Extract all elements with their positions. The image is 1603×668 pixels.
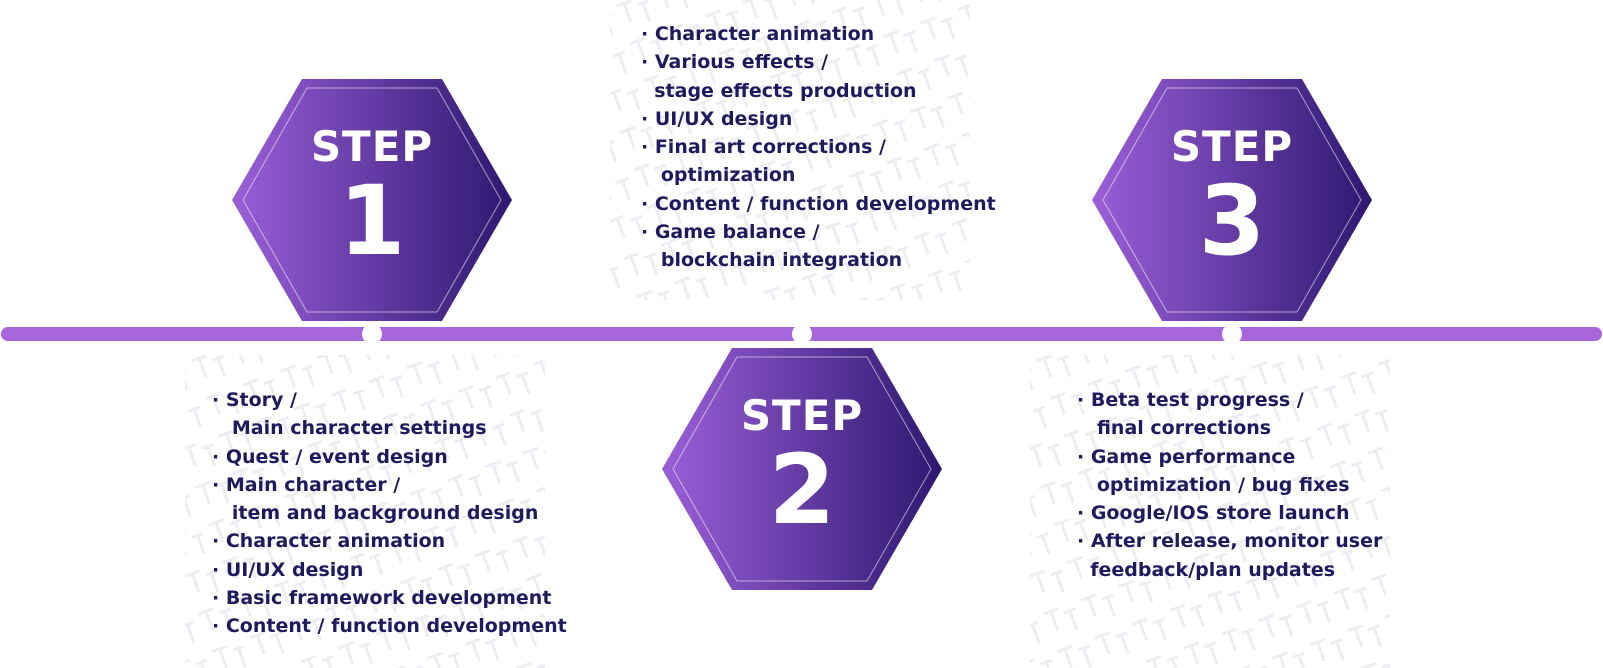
timeline-joint-3 bbox=[1222, 324, 1242, 344]
list-item: · Content / function development bbox=[212, 615, 567, 638]
list-item: item and background design bbox=[212, 502, 539, 525]
step-3-task-list: · Beta test progress / final corrections… bbox=[1077, 386, 1382, 584]
hexagon-shape bbox=[662, 348, 942, 590]
list-item: · Basic framework development bbox=[212, 587, 552, 610]
list-item: · Various effects / bbox=[641, 51, 829, 74]
background-pattern-top bbox=[610, 0, 970, 300]
step-1-label: STEP bbox=[310, 122, 434, 171]
list-item: · Main character / bbox=[212, 473, 401, 496]
step-3-label: STEP bbox=[1170, 122, 1294, 171]
step-3-hexagon: STEP 3 bbox=[1092, 79, 1372, 321]
list-item: · Character animation bbox=[212, 530, 446, 553]
step-1-number: 1 bbox=[338, 165, 406, 277]
list-item: · Game balance / bbox=[641, 221, 820, 244]
list-item: · UI/UX design bbox=[641, 107, 793, 130]
list-item: Main character settings bbox=[212, 417, 487, 440]
timeline-joint-1 bbox=[362, 324, 382, 344]
step-1-hexagon: STEP 1 bbox=[232, 79, 512, 321]
list-item: stage effects production bbox=[641, 79, 917, 102]
list-item: blockchain integration bbox=[641, 249, 903, 272]
list-item: · Final art corrections / bbox=[641, 136, 886, 159]
step-2-task-list: · Character animation · Various effects … bbox=[641, 20, 996, 275]
step-2-number: 2 bbox=[768, 434, 836, 546]
list-item: · After release, monitor user bbox=[1077, 530, 1383, 553]
list-item: · UI/UX design bbox=[212, 558, 364, 581]
list-item: · Character animation bbox=[641, 23, 875, 45]
step-3-number: 3 bbox=[1198, 165, 1266, 277]
hexagon-shape bbox=[1092, 79, 1372, 321]
list-item: · Game performance bbox=[1077, 445, 1296, 468]
step-1-task-list: · Story / Main character settings · Ques… bbox=[212, 386, 567, 641]
background-pattern-left bbox=[185, 355, 545, 668]
list-item: · Beta test progress / bbox=[1077, 389, 1304, 411]
list-item: · Content / function development bbox=[641, 192, 996, 215]
list-item: optimization / bug fixes bbox=[1077, 473, 1350, 496]
list-item: · Google/IOS store launch bbox=[1077, 502, 1350, 525]
list-item: optimization bbox=[641, 164, 796, 187]
hexagon-shape bbox=[232, 79, 512, 321]
timeline-joint-2 bbox=[792, 324, 812, 344]
list-item: feedback/plan updates bbox=[1077, 558, 1336, 581]
list-item: · Quest / event design bbox=[212, 445, 448, 468]
list-item: · Story / bbox=[212, 389, 297, 411]
list-item: final corrections bbox=[1077, 417, 1272, 440]
background-pattern-right bbox=[1030, 355, 1390, 668]
step-2-hexagon: STEP 2 bbox=[662, 348, 942, 590]
step-2-label: STEP bbox=[740, 391, 864, 440]
